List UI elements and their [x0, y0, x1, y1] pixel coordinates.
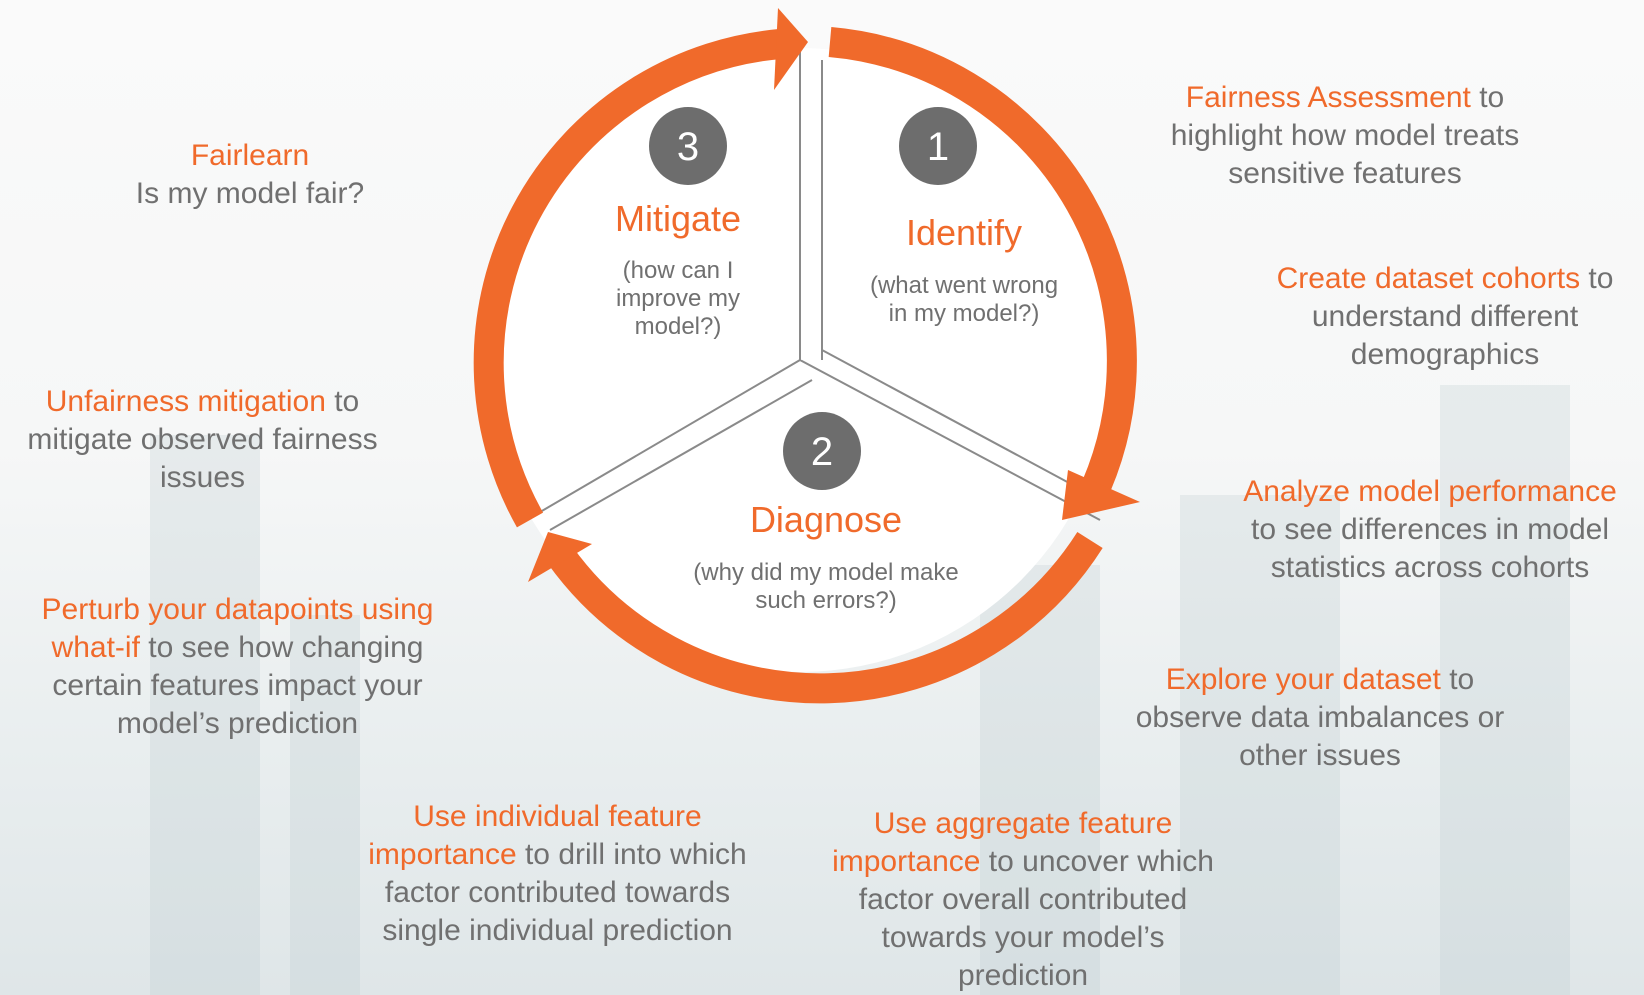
annotation-performance: Analyze model performance to see differe…: [1225, 473, 1635, 587]
annotation-text: to see how changing: [139, 631, 424, 664]
step-description: such errors?): [755, 587, 896, 614]
annotation-cohorts: Create dataset cohorts to understand dif…: [1260, 260, 1630, 374]
annotation-highlight: Unfairness mitigation: [45, 385, 326, 418]
step-title: Mitigate: [615, 198, 741, 239]
arrowhead-mitigate: [774, 8, 808, 90]
annotation-aggregate-importance: Use aggregate feature importance to unco…: [818, 805, 1228, 995]
step-number: 3: [677, 125, 699, 169]
annotation-highlight: Perturb your datapoints using: [41, 593, 434, 626]
step-number-badge: [783, 412, 861, 490]
background-building: [290, 615, 360, 995]
segment-divider: [549, 379, 813, 531]
arrowhead-identify: [1062, 470, 1140, 520]
annotation-fairlearn: Fairlearn Is my model fair?: [90, 137, 410, 213]
annotation-highlight: importance: [368, 838, 517, 871]
background-building: [1440, 385, 1570, 995]
segment-divider: [799, 359, 1101, 521]
annotation-text: highlight how model treats sensitive fea…: [1170, 119, 1520, 190]
annotation-text: Is my model fair?: [135, 177, 365, 210]
step-description: (why did my model make: [693, 559, 958, 586]
arc-mitigate: [473, 29, 782, 528]
annotation-text: observe data imbalances or other issues: [1135, 701, 1505, 772]
arc-identify: [828, 27, 1137, 507]
annotation-text: certain features impact your model’s pre…: [52, 669, 423, 740]
step-description: in my model?): [889, 300, 1040, 327]
background-building: [1180, 495, 1340, 995]
annotation-text: to: [1440, 663, 1475, 696]
annotation-text: factor contributed towards single indivi…: [382, 876, 733, 947]
segment-divider: [534, 359, 801, 516]
annotation-individual-importance: Use individual feature importance to dri…: [350, 798, 765, 950]
annotation-highlight: Explore your dataset: [1165, 663, 1441, 696]
step-number-badge: [649, 107, 727, 185]
annotation-text: to see differences in model statistics a…: [1251, 513, 1609, 584]
annotation-text: to drill into which: [516, 838, 747, 871]
arc-diagnose: [547, 531, 1103, 704]
segment-divider: [821, 349, 1111, 506]
arrowhead-diagnose: [528, 532, 592, 582]
step-number-badge: [899, 107, 977, 185]
annotation-text: to: [1470, 81, 1505, 114]
annotation-text: mitigate observed fairness issues: [27, 423, 378, 494]
annotation-highlight: Use individual feature: [413, 800, 702, 833]
annotation-highlight: Fairlearn: [190, 139, 310, 172]
annotation-perturb: Perturb your datapoints using what-if to…: [20, 591, 455, 743]
annotation-highlight: importance: [832, 845, 981, 878]
annotation-highlight: Use aggregate feature: [873, 807, 1173, 840]
step-number: 1: [927, 125, 949, 169]
annotation-text: understand different demographics: [1311, 300, 1579, 371]
annotation-highlight: Fairness Assessment: [1185, 81, 1471, 114]
annotation-text: factor overall contributed towards your …: [858, 883, 1188, 992]
step-number: 2: [811, 430, 833, 474]
annotation-fairness-assessment: Fairness Assessment to highlight how mod…: [1140, 79, 1550, 193]
annotation-explore: Explore your dataset to observe data imb…: [1120, 661, 1520, 775]
background-building: [150, 435, 260, 995]
annotation-highlight: Create dataset cohorts: [1276, 262, 1581, 295]
step-title: Diagnose: [750, 499, 902, 540]
annotation-text: to: [325, 385, 360, 418]
annotation-highlight: Analyze model performance: [1243, 475, 1617, 508]
step-title: Identify: [906, 212, 1022, 253]
annotation-unfairness-mitigation: Unfairness mitigation to mitigate observ…: [10, 383, 395, 497]
segment-gap: [801, 54, 821, 360]
annotation-highlight: what-if: [51, 631, 140, 664]
step-description: model?): [635, 313, 722, 340]
annotation-text: to: [1580, 262, 1614, 295]
annotation-text: to uncover which: [980, 845, 1214, 878]
step-description: (what went wrong: [870, 272, 1058, 299]
step-description: improve my: [616, 285, 740, 312]
step-description: (how can I: [623, 257, 734, 284]
